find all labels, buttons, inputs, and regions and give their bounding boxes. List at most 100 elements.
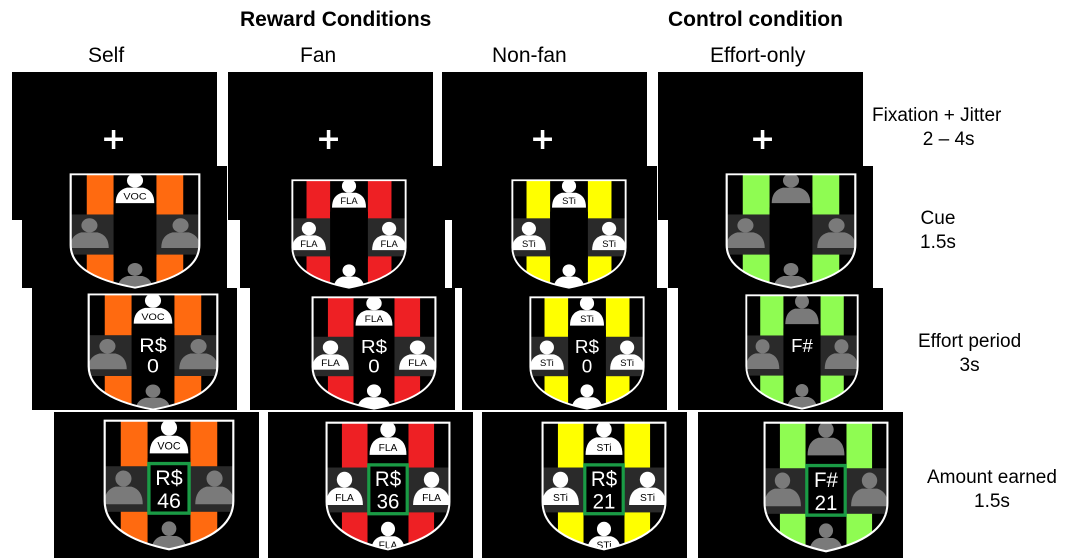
team-tag: VOC <box>141 313 164 323</box>
person-icon <box>771 174 811 204</box>
team-tag: FLA <box>380 239 398 249</box>
phase-name: Fixation + Jitter <box>872 105 1002 126</box>
person-icon <box>161 218 200 248</box>
center-window <box>805 460 847 517</box>
center-window <box>783 328 821 378</box>
center-window <box>550 211 588 259</box>
phase-label-effort: Effort period 3s <box>918 330 1021 378</box>
shield-outline <box>745 294 859 410</box>
phase-duration: 3s <box>959 355 980 376</box>
team-tag: VOC <box>123 192 146 202</box>
earned-highlight-box <box>583 463 625 516</box>
person-icon <box>195 470 234 505</box>
shield-outline <box>311 296 437 410</box>
team-tag: STi <box>620 358 634 368</box>
center-window <box>147 458 191 515</box>
person-icon <box>817 218 856 248</box>
person-icon: STi <box>542 471 579 506</box>
column-title-self: Self <box>88 44 125 67</box>
fixation-cross: + <box>316 122 342 157</box>
amount-value: 21 <box>593 490 616 513</box>
shield-outline <box>325 421 451 551</box>
person-icon: STi <box>512 221 546 251</box>
shield-outline <box>541 421 667 551</box>
person-icon: VOC <box>133 294 173 324</box>
team-tag: VOC <box>157 440 180 452</box>
phase-name: Cue <box>920 208 956 229</box>
shield-outline <box>529 296 645 410</box>
team-shield: VOC R$0 <box>87 293 219 411</box>
team-tag: STi <box>522 239 536 249</box>
center-window <box>367 459 409 516</box>
phase-name: Amount earned <box>927 467 1057 488</box>
column-title-effort-only: Effort-only <box>710 44 806 67</box>
phase-label-amount: Amount earned 1.5s <box>927 466 1057 514</box>
phase-duration: 1.5s <box>974 491 1010 512</box>
currency-label: R$ <box>361 337 387 358</box>
amount-value: 0 <box>582 356 593 377</box>
center-window <box>113 207 157 257</box>
person-icon <box>88 339 127 370</box>
team-shield: F# <box>745 294 859 410</box>
person-icon <box>764 472 801 507</box>
person-icon: STi <box>585 422 623 455</box>
team-tag: STi <box>597 540 612 551</box>
person-icon: FLA <box>413 471 450 506</box>
fixation-cross: + <box>750 122 776 157</box>
center-window <box>330 211 368 259</box>
phase-name: Effort period <box>918 331 1022 352</box>
center-window <box>583 459 625 516</box>
team-shield: VOC <box>69 173 201 289</box>
team-tag: STi <box>540 358 554 368</box>
earned-highlight-box <box>805 463 847 517</box>
earned-highlight-box <box>147 461 191 515</box>
person-icon: STi <box>570 297 604 326</box>
team-shield: F#21 <box>763 421 889 553</box>
currency-label: R$ <box>139 336 166 357</box>
amount-value: 36 <box>377 490 400 513</box>
team-tag: STi <box>553 493 568 504</box>
center-window <box>353 329 395 379</box>
phase-label-fixation: Fixation + Jitter 2 – 4s <box>872 104 1001 152</box>
amount-value: 46 <box>157 489 181 513</box>
team-tag: FLA <box>379 540 398 551</box>
team-tag: FLA <box>365 315 384 325</box>
person-icon: STi <box>629 471 666 506</box>
column-title-fan: Fan <box>300 44 337 67</box>
amount-value: 0 <box>147 356 159 377</box>
currency-label: R$ <box>375 468 402 491</box>
shield-outline <box>103 419 235 551</box>
person-icon: STi <box>610 340 644 370</box>
shield-outline <box>511 179 627 289</box>
person-icon: FLA <box>399 340 436 370</box>
currency-label: R$ <box>591 468 618 491</box>
center-window <box>769 207 813 257</box>
shield-outline <box>87 293 219 411</box>
amount-value: 0 <box>368 357 380 378</box>
person-icon: VOC <box>149 420 189 454</box>
person-icon <box>726 218 765 248</box>
person-icon <box>70 218 109 248</box>
person-icon: VOC <box>115 174 155 204</box>
control-condition-header: Control condition <box>668 8 843 31</box>
column-title-non-fan: Non-fan <box>492 44 567 67</box>
person-icon <box>104 470 143 505</box>
person-icon: FLA <box>372 221 406 251</box>
team-tag: FLA <box>379 443 398 454</box>
team-tag: STi <box>597 443 612 454</box>
person-icon <box>746 339 780 369</box>
shield-outline <box>69 173 201 289</box>
person-icon <box>807 422 845 456</box>
reward-conditions-header: Reward Conditions <box>240 8 432 31</box>
shield-outline <box>763 421 889 553</box>
person-icon <box>824 339 858 369</box>
fixation-cross: + <box>101 122 127 157</box>
person-icon: FLA <box>369 422 407 455</box>
person-icon: FLA <box>292 221 326 251</box>
